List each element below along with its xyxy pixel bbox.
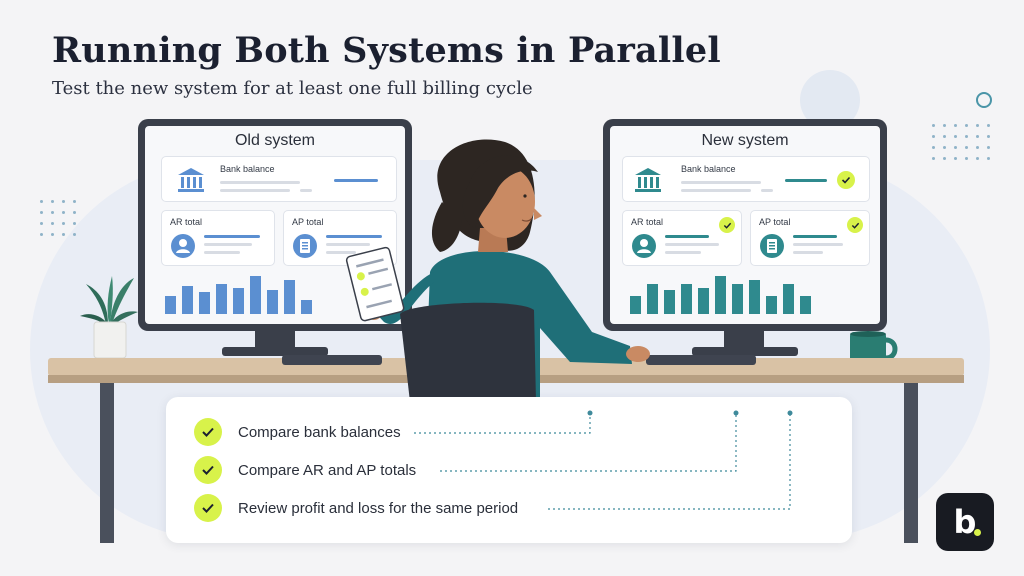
ar-total-card: AR total [622,210,742,266]
chart-bar [630,296,641,314]
ar-total-label: AR total [631,217,664,227]
chart-bar [647,284,658,314]
monitor-stand [724,331,764,349]
bank-icon [178,168,204,192]
brand-logo-letter: b [953,503,977,541]
check-icon [719,217,735,233]
checklist-item: Compare bank balances [194,418,401,446]
chart-bar [216,284,227,314]
bank-balance-label: Bank balance [220,164,275,174]
plant-illustration [80,276,138,359]
brand-logo: b [936,493,994,551]
bank-balance-card: Bank balance [161,156,397,202]
ar-total-label: AR total [170,217,203,227]
checklist-item: Review profit and loss for the same peri… [194,494,518,522]
monitor-stand [255,331,295,349]
checklist-card: Compare bank balances Compare AR and AP … [166,397,852,543]
ring-decoration [976,92,992,108]
chart-bar [749,280,760,314]
check-icon [837,171,855,189]
chart-bar [267,290,278,314]
keyboard-right [646,355,756,365]
keyboard-left [282,355,382,365]
person-illustration [345,139,650,402]
checklist-item-text: Compare AR and AP totals [238,461,417,479]
chart-bar [284,280,295,314]
checklist-item: Compare AR and AP totals [194,456,416,484]
monitor-foot [692,347,798,356]
chart-bar [698,288,709,314]
check-icon [847,217,863,233]
chart-bar [766,296,777,314]
check-icon [194,494,222,522]
new-bar-chart [630,264,862,314]
check-icon [194,456,222,484]
check-icon [194,418,222,446]
desk-leg [100,383,114,543]
bank-balance-card: Bank balance [622,156,870,202]
new-system-screen: New system Bank balance AR total [610,126,880,324]
chart-bar [783,284,794,314]
chart-bar [199,292,210,314]
monitor-foot [222,347,328,356]
chart-bar [732,284,743,314]
ap-total-card: AP total [750,210,870,266]
page-title: Running Both Systems in Parallel [52,30,721,71]
user-icon [632,234,656,258]
dot-grid-decoration [932,124,990,160]
checklist-item-text: Compare bank balances [238,423,401,441]
document-icon [760,234,784,258]
chart-bar [250,276,261,314]
chart-bar [182,286,193,314]
desk-leg [904,383,918,543]
chart-bar [233,288,244,314]
old-system-monitor: Old system Bank balance AR total [138,119,412,331]
brand-logo-dot [974,529,981,536]
chart-bar [664,290,675,314]
dot-grid-decoration [40,200,76,236]
ap-total-label: AP total [292,217,324,227]
page-subtitle: Test the new system for at least one ful… [52,78,533,99]
checklist-item-text: Review profit and loss for the same peri… [238,499,519,517]
bank-icon [635,168,661,192]
ap-total-label: AP total [759,217,791,227]
ar-total-card: AR total [161,210,275,266]
chart-bar [681,284,692,314]
chart-bar [301,300,312,314]
chart-bar [715,276,726,314]
ap-total-card: AP total [283,210,397,266]
user-icon [171,234,195,258]
document-icon [293,234,317,258]
connector-lines [414,410,793,510]
chart-bar [165,296,176,314]
bank-balance-label: Bank balance [681,164,736,174]
old-system-title: Old system [234,132,315,149]
old-bar-chart [165,264,387,314]
new-system-monitor: New system Bank balance AR total [603,119,887,331]
new-system-title: New system [701,132,789,149]
chart-bar [800,296,811,314]
